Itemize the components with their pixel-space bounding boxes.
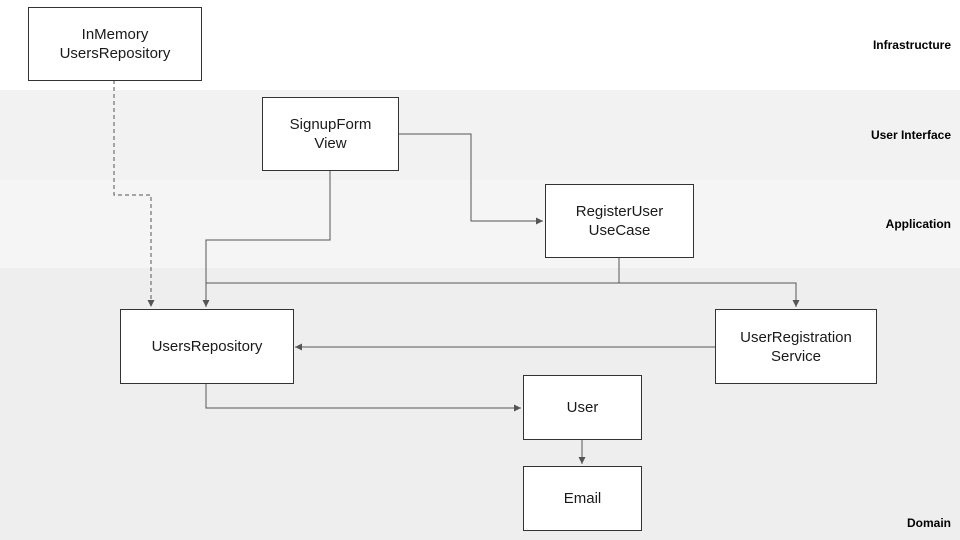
edge-signupform-to-usersrepository (202, 170, 331, 307)
layer-label-infrastructure: Infrastructure (872, 38, 951, 52)
node-label: RegisterUser (575, 203, 664, 220)
edge-registeruser-to-registrationservice (618, 258, 800, 307)
node-label: UseCase (588, 222, 651, 239)
layer-label-domain: Domain (906, 516, 951, 530)
node-users-repository[interactable]: UsersRepository (120, 309, 294, 384)
edge-usersrepository-to-user (205, 384, 521, 412)
node-label: SignupForm (289, 116, 372, 133)
node-label: InMemory (81, 26, 149, 43)
node-label: UsersRepository (59, 45, 171, 62)
node-label: User (566, 399, 599, 416)
node-user-registration-service[interactable]: UserRegistration Service (715, 309, 877, 384)
node-label: View (314, 135, 347, 152)
node-signup-form-view[interactable]: SignupForm View (262, 97, 399, 171)
layer-band-application (0, 180, 960, 268)
node-email[interactable]: Email (523, 466, 642, 531)
layer-label-user-interface: User Interface (870, 128, 951, 142)
layer-label-application: Application (885, 217, 951, 231)
node-label: UsersRepository (151, 338, 263, 355)
edge-signupform-to-registeruser (398, 133, 543, 225)
node-label: Email (563, 490, 602, 507)
node-user[interactable]: User (523, 375, 642, 440)
node-register-user-use-case[interactable]: RegisterUser UseCase (545, 184, 694, 258)
edge-inmemory-to-usersrepository (113, 80, 155, 307)
node-label: UserRegistration (740, 328, 852, 346)
layer-band-user-interface (0, 90, 960, 180)
node-label: Service (770, 347, 822, 365)
node-inmemory-users-repository[interactable]: InMemory UsersRepository (28, 7, 202, 81)
